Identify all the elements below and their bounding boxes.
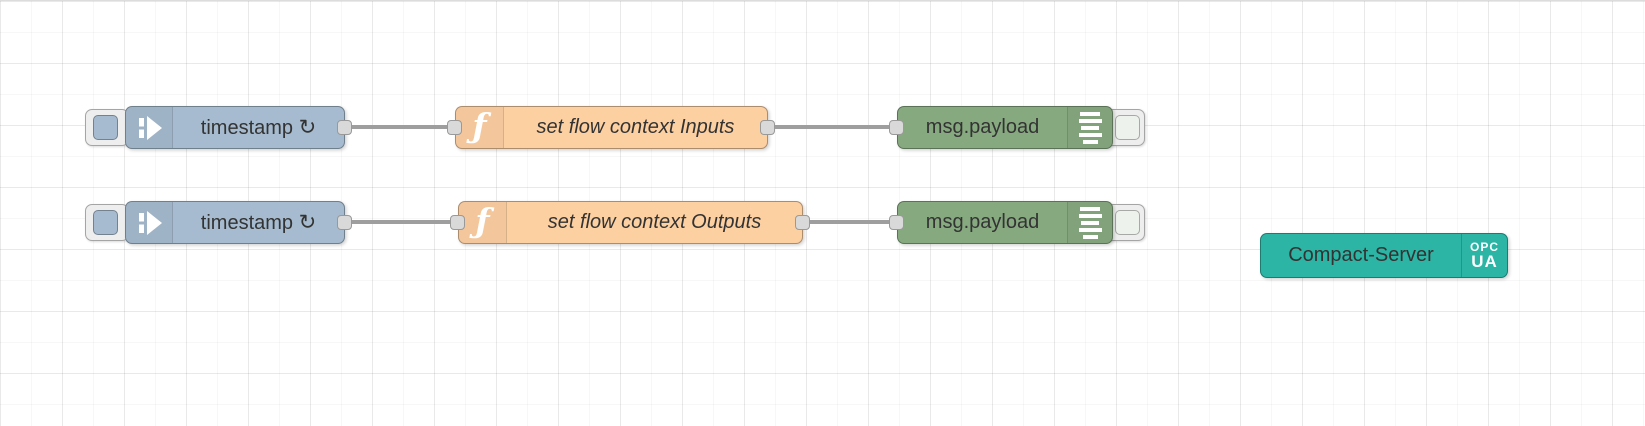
debug-label: msg.payload — [925, 116, 1040, 138]
inject-node-timestamp-outputs[interactable]: timestamp ↻ — [125, 201, 345, 244]
debug-sidebar-icon — [1067, 107, 1112, 148]
debug-input-port-inputs[interactable] — [889, 120, 904, 135]
debug-label: msg.payload — [925, 211, 1040, 233]
function-node-set-flow-context-outputs[interactable]: ƒ set flow context Outputs — [458, 201, 803, 244]
inject-arrow-icon — [126, 107, 173, 148]
inject-node-timestamp-inputs[interactable]: timestamp ↻ — [125, 106, 345, 149]
debug-node-msg-payload-inputs[interactable]: msg.payload — [897, 106, 1113, 149]
function-output-port-outputs[interactable] — [795, 215, 810, 230]
function-label: set flow context Outputs — [547, 211, 762, 233]
opcua-logo-icon: OPC UA — [1461, 234, 1507, 277]
debug-toggle-pad[interactable] — [1115, 210, 1140, 235]
wire-function-to-debug-inputs[interactable] — [768, 125, 897, 129]
function-label: set flow context Inputs — [536, 116, 735, 138]
inject-output-port-inputs[interactable] — [337, 120, 352, 135]
node-label: timestamp ↻ — [173, 202, 344, 243]
opcua-compact-server-node[interactable]: Compact-Server OPC UA — [1260, 233, 1508, 278]
inject-label: timestamp — [200, 117, 294, 139]
debug-node-msg-payload-outputs[interactable]: msg.payload — [897, 201, 1113, 244]
debug-input-port-outputs[interactable] — [889, 215, 904, 230]
function-icon: ƒ — [459, 202, 507, 243]
wire-inject-to-function-inputs[interactable] — [345, 125, 455, 129]
opcua-server-label: Compact-Server — [1288, 244, 1434, 266]
inject-arrow-icon — [126, 202, 173, 243]
inject-button[interactable] — [85, 109, 129, 146]
debug-sidebar-icon — [1067, 202, 1112, 243]
inject-button-pad[interactable] — [93, 210, 118, 235]
function-input-port-outputs[interactable] — [450, 215, 465, 230]
function-output-port-inputs[interactable] — [760, 120, 775, 135]
repeat-indicator-icon: ↻ — [298, 211, 317, 234]
function-input-port-inputs[interactable] — [447, 120, 462, 135]
debug-toggle-pad[interactable] — [1115, 115, 1140, 140]
inject-output-port-outputs[interactable] — [337, 215, 352, 230]
inject-button-pad[interactable] — [93, 115, 118, 140]
node-label: timestamp ↻ — [173, 107, 344, 148]
function-node-set-flow-context-inputs[interactable]: ƒ set flow context Inputs — [455, 106, 768, 149]
inject-button[interactable] — [85, 204, 129, 241]
wire-function-to-debug-outputs[interactable] — [803, 220, 897, 224]
wire-inject-to-function-outputs[interactable] — [345, 220, 458, 224]
repeat-indicator-icon: ↻ — [298, 116, 317, 139]
inject-label: timestamp — [200, 212, 294, 234]
function-icon: ƒ — [456, 107, 504, 148]
